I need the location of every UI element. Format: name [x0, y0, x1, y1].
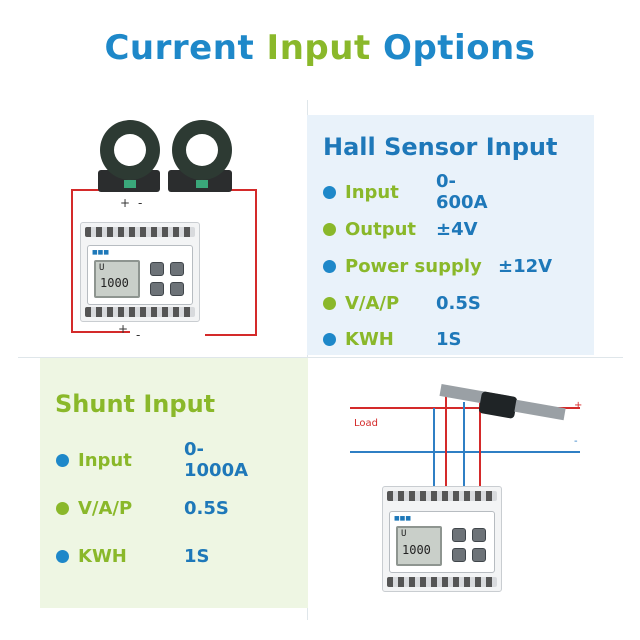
hall-plus-label-bottom: +: [118, 322, 129, 336]
meter-button-2: [170, 262, 184, 276]
hall-minus-label-top: -: [138, 196, 143, 210]
shunt-minus-label: -: [574, 436, 578, 447]
hall-sensor-right: [168, 120, 232, 192]
shunt-spec-vap: V/A/P 0.5S: [56, 496, 229, 520]
shunt-wiring-diagram: [350, 384, 580, 490]
meter-brand-logo: ■■■: [394, 515, 412, 522]
hall-spec-input: Input 0-600A: [323, 171, 488, 213]
meter-button-3: [150, 282, 164, 296]
lcd-reading: 1000: [402, 543, 431, 557]
lcd-unit: U: [99, 263, 105, 273]
meter-button-3: [452, 548, 466, 562]
shunt-panel-title: Shunt Input: [55, 390, 216, 418]
hall-spec-output: Output ±4V: [323, 217, 478, 241]
hall-sensor-panel: Hall Sensor Input Input 0-600A Output ±4…: [307, 115, 594, 355]
bullet-dot: [323, 332, 336, 346]
shunt-spec-kwh: KWH 1S: [56, 544, 210, 568]
shunt-resistor: [439, 384, 566, 421]
meter-button-4: [170, 282, 184, 296]
hall-spec-kwh: KWH 1S: [323, 327, 462, 351]
title-part-input: Input: [266, 28, 371, 68]
hall-plus-label-top: +: [120, 196, 131, 210]
meter-button-1: [452, 528, 466, 542]
load-label: Load: [354, 418, 378, 429]
bullet-dot: [56, 453, 69, 467]
bullet-dot: [56, 501, 69, 515]
shunt-input-panel: Shunt Input Input 0-1000A V/A/P 0.5S KWH…: [40, 358, 308, 608]
horizontal-divider: [18, 357, 623, 358]
meter-button-4: [472, 548, 486, 562]
energy-meter-device: ■■■ U 1000: [382, 486, 502, 592]
shunt-illustration: Load + - ■■■ U 1000: [330, 372, 620, 622]
lcd-unit: U: [401, 529, 407, 539]
meter-brand-logo: ■■■: [92, 249, 110, 256]
bullet-dot: [323, 222, 336, 236]
bullet-dot: [323, 259, 336, 273]
hall-minus-label-bottom: -: [136, 328, 141, 342]
hall-spec-vap: V/A/P 0.5S: [323, 291, 481, 315]
page-title: Current Input Options: [0, 28, 640, 68]
shunt-plus-label: +: [574, 400, 583, 411]
shunt-spec-input: Input 0-1000A: [56, 439, 248, 481]
hall-panel-title: Hall Sensor Input: [323, 133, 558, 161]
bullet-dot: [323, 296, 336, 310]
bullet-dot: [323, 185, 336, 199]
title-part-options: Options: [383, 28, 536, 68]
meter-button-1: [150, 262, 164, 276]
hall-sensor-left: [98, 120, 160, 192]
bullet-dot: [56, 549, 69, 563]
hall-wiring-diagram: [71, 120, 257, 336]
hall-spec-power-supply: Power supply ±12V: [323, 254, 552, 278]
lcd-reading: 1000: [100, 276, 129, 290]
meter-button-2: [472, 528, 486, 542]
title-part-current: Current: [104, 28, 255, 68]
hall-sensor-illustration: + - + - ■■■ U 1000: [60, 110, 290, 350]
energy-meter-device: ■■■ U 1000: [80, 222, 200, 322]
